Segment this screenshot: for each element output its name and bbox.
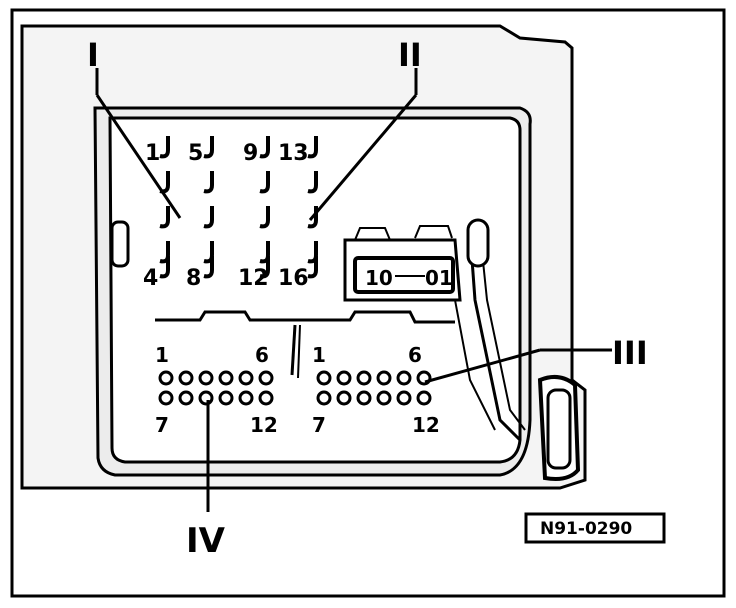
relay-pin-hook (159, 206, 170, 229)
connector-pin (376, 370, 392, 386)
connector-pin (336, 370, 352, 386)
pin-label-9: 9 (243, 141, 258, 166)
callout-IV: IV (186, 521, 226, 561)
left-connector-label-6: 6 (255, 343, 269, 367)
relay-pin-hook (203, 136, 214, 159)
connector-pin (198, 390, 214, 406)
pin-label-1: 1 (145, 141, 160, 166)
pin-label-16: 16 (278, 266, 309, 291)
connector-pins (158, 370, 432, 406)
fuse-block-tab-2 (414, 225, 453, 239)
relay-pin-hook (307, 136, 318, 159)
connector-pin (178, 390, 194, 406)
callout-I-leader (95, 94, 182, 219)
relay-pin-hook (203, 171, 214, 194)
connector-pin (376, 390, 392, 406)
relay-pin-hook (259, 256, 270, 279)
cable-line-3 (454, 299, 496, 431)
connector-pin (238, 390, 254, 406)
fuse-label-left: 10 (365, 266, 393, 290)
connector-pin (258, 390, 274, 406)
left-connector-label-1: 1 (155, 343, 169, 367)
right-connector-label-6: 6 (408, 343, 422, 367)
figure-border (10, 8, 726, 598)
figure-code-box (524, 512, 666, 544)
callout-II-leader (308, 94, 418, 221)
relay-pin-hook (259, 206, 270, 229)
callout-III: III (612, 334, 648, 372)
relay-pin-hooks (159, 136, 318, 279)
connector-pin (316, 370, 332, 386)
relay-pin-hook (203, 256, 214, 279)
figure-code: N91-0290 (540, 519, 632, 539)
separator-rail (155, 310, 455, 324)
pin-label-13: 13 (278, 141, 309, 166)
connector-pin (396, 390, 412, 406)
pin-label-8: 8 (186, 266, 201, 291)
left-connector-label-7: 7 (155, 413, 169, 437)
relay-pin-hook (307, 206, 318, 229)
pin-label-12: 12 (238, 266, 269, 291)
relay-pin-hook (159, 136, 170, 159)
fuse-block-tab-1 (354, 227, 391, 241)
right-connector-label-7: 7 (312, 413, 326, 437)
relay-pin-hook (259, 136, 270, 159)
connector-pin (316, 390, 332, 406)
right-connector-label-12: 12 (412, 413, 440, 437)
connector-pin (356, 370, 372, 386)
right-connector-label-1: 1 (312, 343, 326, 367)
relay-pin-hook (203, 206, 214, 229)
connector-pin (258, 370, 274, 386)
connector-pin (336, 390, 352, 406)
connector-pin (178, 370, 194, 386)
rail-post (290, 324, 297, 376)
left-clip (110, 220, 130, 268)
fuse-label-right: 01 (425, 266, 453, 290)
connector-pin (396, 370, 412, 386)
connector-pin (238, 370, 254, 386)
connector-pin (416, 390, 432, 406)
relay-pin-hook (159, 256, 170, 279)
connector-pin (158, 370, 174, 386)
relay-pin-hook (307, 171, 318, 194)
callout-I: I (87, 36, 99, 74)
pin-label-4: 4 (143, 266, 158, 291)
rail-post-2 (297, 324, 301, 379)
pin-label-5: 5 (188, 141, 203, 166)
callout-II: II (398, 36, 422, 74)
connector-pin (198, 370, 214, 386)
relay-pin-hook (259, 171, 270, 194)
callout-III-leader (424, 348, 541, 384)
connector-pin (218, 370, 234, 386)
connector-pin (158, 390, 174, 406)
left-connector-label-12: 12 (250, 413, 278, 437)
connector-pin (356, 390, 372, 406)
cable-grommet (466, 218, 490, 268)
right-latch-inner (546, 388, 572, 470)
connector-pin (218, 390, 234, 406)
relay-pin-hook (307, 256, 318, 279)
